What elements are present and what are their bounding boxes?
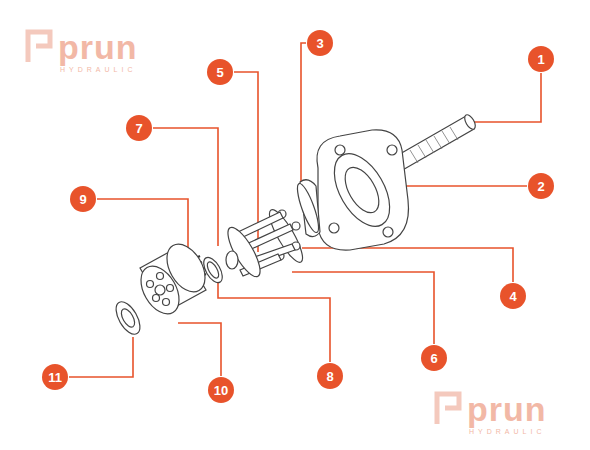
leader-lines bbox=[69, 43, 541, 377]
callout-circle: 8 bbox=[317, 363, 343, 389]
callout-number: 11 bbox=[48, 371, 62, 384]
callout-number: 6 bbox=[430, 352, 437, 365]
callout-circle: 10 bbox=[208, 377, 234, 403]
callout-circle: 2 bbox=[528, 173, 554, 199]
watermark-text: prun bbox=[58, 30, 138, 64]
callout-number: 7 bbox=[135, 122, 142, 135]
flange-housing bbox=[317, 130, 409, 250]
watermark-text: prun bbox=[467, 392, 547, 426]
callout-number: 10 bbox=[214, 384, 228, 397]
callout-circle: 7 bbox=[126, 115, 152, 141]
callout-number: 9 bbox=[79, 193, 86, 206]
bearing bbox=[111, 298, 145, 338]
callout-circle: 5 bbox=[207, 59, 233, 85]
watermark-logo bbox=[28, 32, 459, 424]
callout-number: 3 bbox=[316, 37, 323, 50]
callout-circle: 6 bbox=[421, 345, 447, 371]
cylinder-block bbox=[133, 237, 213, 320]
callout-circle: 1 bbox=[528, 46, 554, 72]
callout-number: 2 bbox=[537, 180, 544, 193]
watermark-text: HYDRAULIC bbox=[469, 428, 545, 435]
watermark-text: HYDRAULIC bbox=[60, 66, 136, 73]
callout-number: 5 bbox=[216, 66, 223, 79]
callout-circle: 9 bbox=[70, 186, 96, 212]
callout-circle: 3 bbox=[307, 30, 333, 56]
pump-parts bbox=[111, 113, 477, 338]
callout-number: 1 bbox=[537, 53, 544, 66]
callout-number: 8 bbox=[326, 370, 333, 383]
callout-circle: 4 bbox=[500, 283, 526, 309]
spherical-bush bbox=[226, 251, 238, 269]
piston-plate bbox=[222, 223, 266, 280]
callout-circle: 11 bbox=[42, 364, 68, 390]
callout-number: 4 bbox=[509, 290, 516, 303]
